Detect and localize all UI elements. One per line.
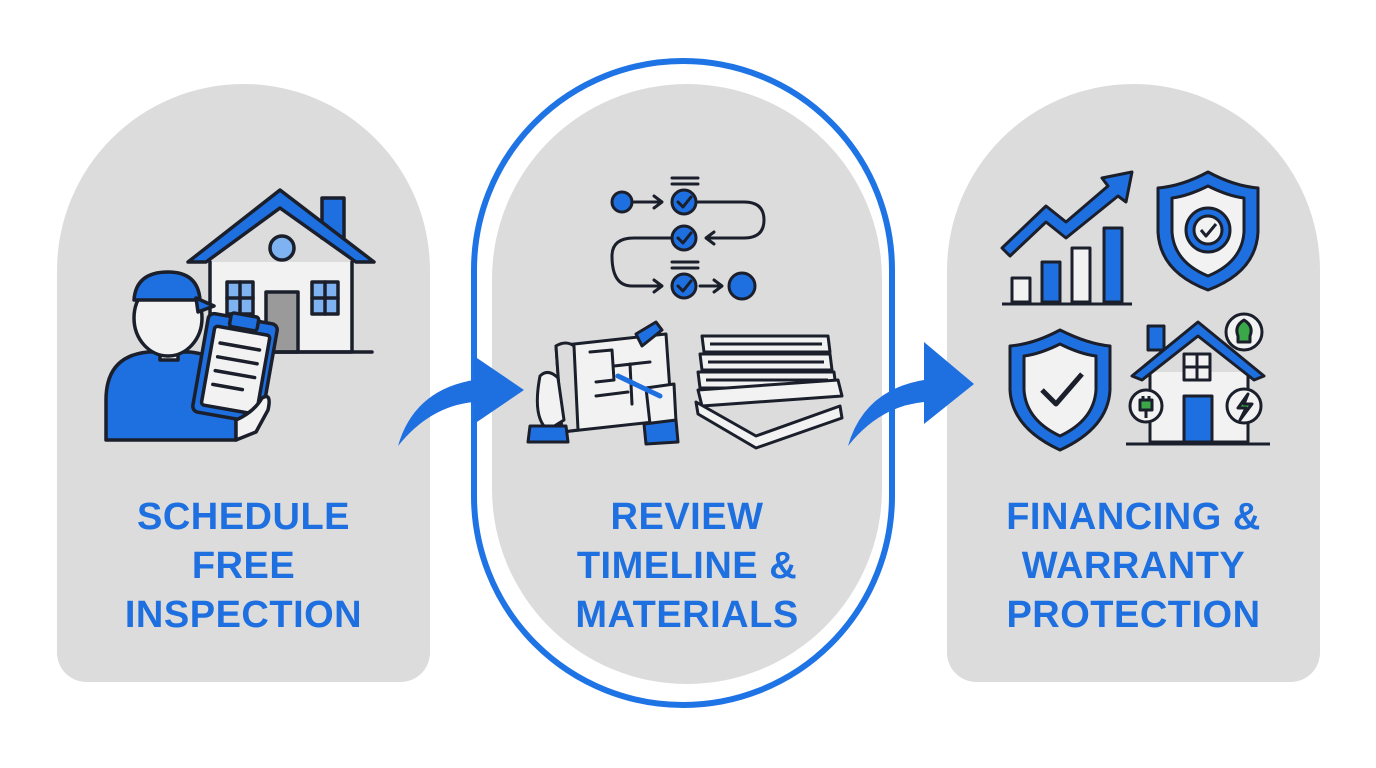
house-icon: [186, 188, 376, 354]
step-title-line: WARRANTY: [1021, 545, 1246, 587]
badge-shield-icon: [1156, 170, 1260, 292]
blueprint-icon: [526, 320, 680, 446]
step-title-line: FINANCING &: [1006, 496, 1261, 538]
timeline-flow-icon: [610, 176, 766, 301]
step-title-line: TIMELINE &: [576, 545, 798, 587]
step-title-line: INSPECTION: [124, 594, 363, 636]
growth-chart-icon: [1000, 170, 1134, 306]
clipboard-icon: [191, 311, 279, 442]
connector-arrow-1: [398, 356, 524, 446]
step-title-financing: FINANCING & WARRANTY PROTECTION: [947, 493, 1320, 640]
connector-arrow-2: [848, 342, 974, 446]
arrow-right-icon: [848, 342, 974, 446]
step-title-review: REVIEW TIMELINE & MATERIALS: [492, 493, 882, 640]
step-title-line: REVIEW: [610, 496, 764, 538]
step-title-line: SCHEDULE: [136, 496, 351, 538]
energy-home-icon: [1126, 312, 1270, 446]
arrow-right-icon: [398, 356, 524, 446]
checkmark-shield-icon: [1008, 328, 1112, 452]
step-title-line: PROTECTION: [1006, 594, 1261, 636]
step-title-line: FREE: [191, 545, 296, 587]
step-title-line: MATERIALS: [575, 594, 799, 636]
step-title-schedule: SCHEDULE FREE INSPECTION: [57, 493, 430, 640]
materials-stack-icon: [694, 334, 844, 450]
